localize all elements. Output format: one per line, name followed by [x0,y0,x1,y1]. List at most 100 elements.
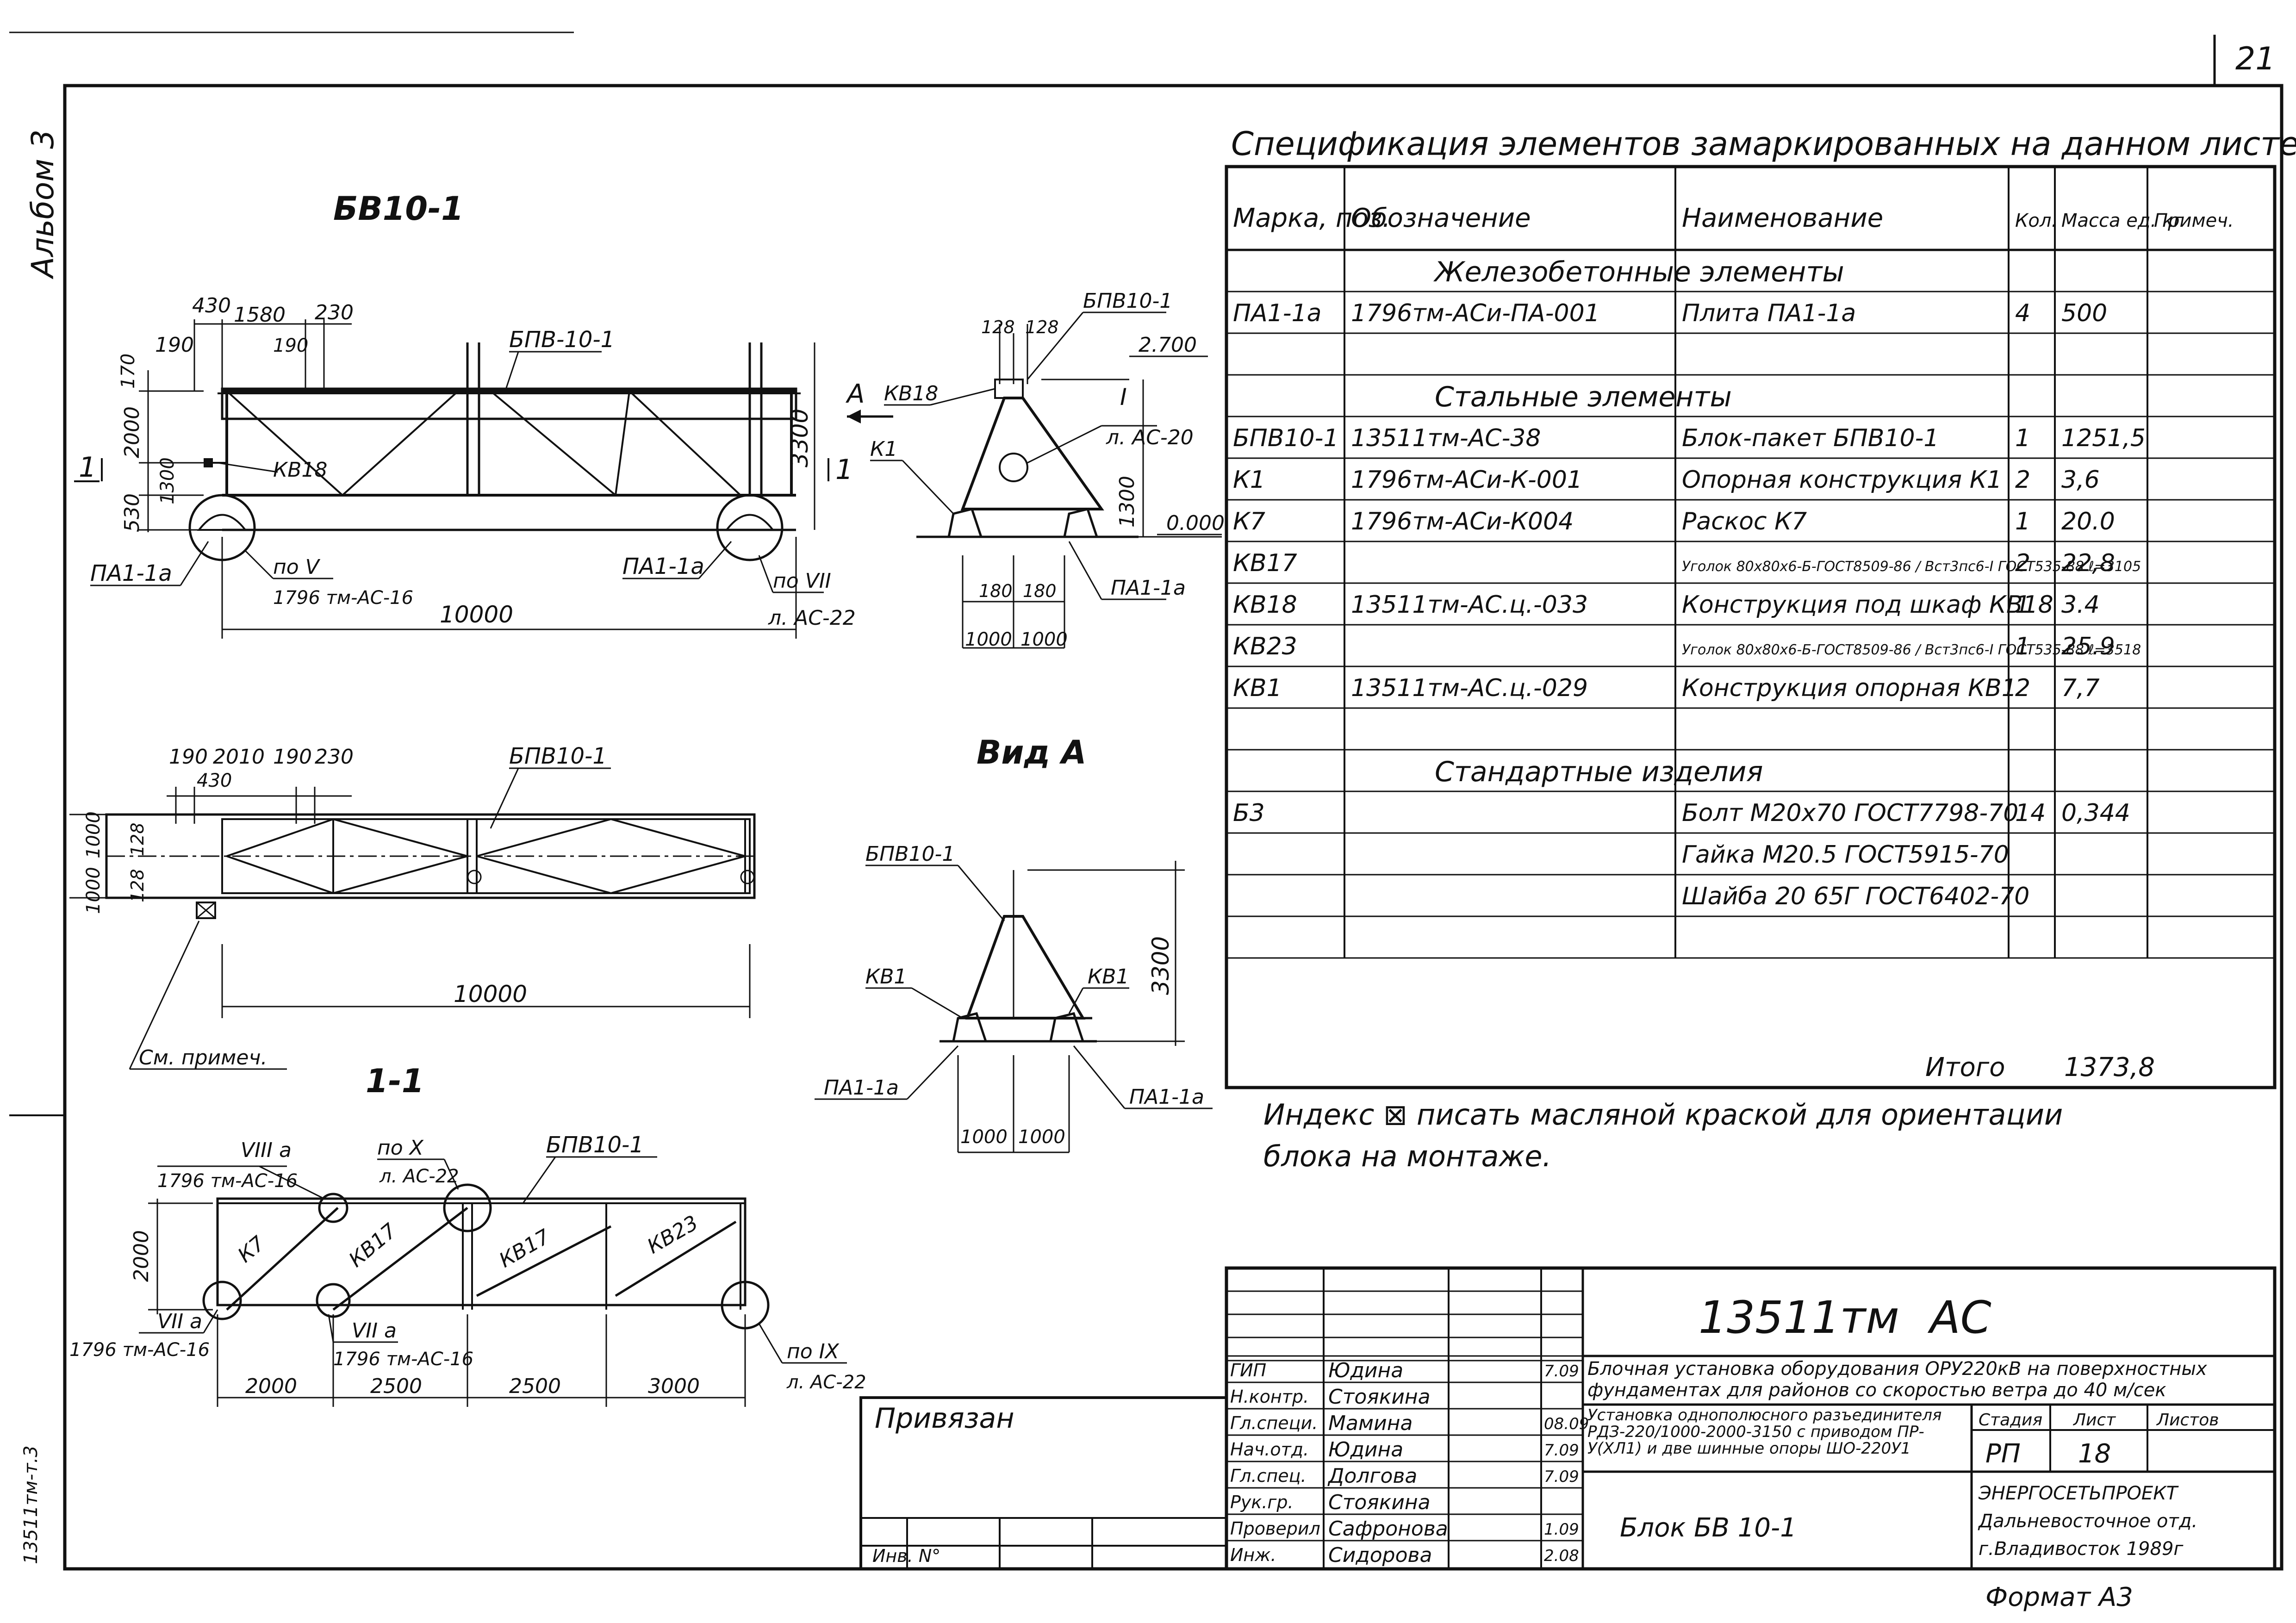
spec-cell: 22,8 [2061,549,2115,577]
dim-180b: 180 [1023,581,1057,601]
org-line-3: г.Владивосток 1989г [1979,1538,2184,1560]
spec-cell: 500 [2061,299,2107,327]
spec-header-5: Примеч. [2154,210,2234,231]
plan-dim-1000b: 1000 [83,867,104,914]
view-a-dim-3300: 3300 [1147,936,1174,995]
plan-dim-128a: 128 [127,822,148,856]
stamp-name: Сидорова [1328,1543,1432,1567]
plate-label-left: ПА1-1а [90,560,172,586]
spec-section-title: Стальные элементы [1435,381,1732,413]
dim-530: 530 [120,493,144,532]
spec-cell: КВ17 [1233,549,1297,577]
dim-190: 190 [155,333,194,357]
ref-vii-doc: л. АС-22 [768,606,856,630]
plan-dim-1000a: 1000 [83,811,104,858]
stamp-name: Стоякина [1328,1491,1431,1514]
truss-frame [204,342,796,531]
stamp-role: Гл.специ. [1230,1413,1318,1433]
note-line-1: Индекс ⊠ писать масляной краской для ори… [1263,1098,2063,1132]
kv18-box [204,458,213,467]
view-a: Вид А 3300 БПВ10-1 КВ1 КВ1 ПА1-1а ПА1-1а… [815,734,1213,1153]
side-view: 128 128 БПВ10-1 2.700 I л. АС-20 0.000 1… [846,289,1225,650]
section-mark-right: 1 [835,454,853,486]
sec-dim-2500a: 2500 [370,1374,422,1398]
ref-vii-a-doc: 1796 тм-АС-16 [69,1339,210,1361]
doc-suffix: АС [1927,1292,1991,1343]
ref-v: по V [273,555,321,579]
dim-230: 230 [315,301,354,324]
kv1-label-left: КВ1 [865,965,907,989]
view-a-plate-left: ПА1-1а [824,1076,899,1100]
spec-cell: КВ18 [1233,591,1297,619]
note-line-2: блока на монтаже. [1263,1139,1551,1173]
stamp-date: 7.09 [1544,1468,1579,1486]
see-note: См. примеч. [139,1046,267,1070]
ref-ix-doc: л. АС-22 [786,1372,866,1393]
plan-dim-10000: 10000 [454,981,527,1007]
sheet-description: Установка однополюсного разъединителя РД… [1587,1407,1942,1458]
spec-header-0: Марка, поз. [1233,203,1390,233]
spec-cell: 1 [2015,508,2030,535]
arrow-a-label: А [846,379,865,409]
kv1-label-right: КВ1 [1088,965,1129,989]
stamp-date: 2.08 [1544,1547,1579,1565]
stamp-date: 08.09 [1544,1415,1589,1433]
spec-cell: 2 [2015,466,2030,494]
spec-title: Спецификация элементов замаркированных н… [1231,125,2296,163]
plate-label-right: ПА1-1а [622,553,704,579]
spec-cell: 25.9 [2061,633,2115,660]
dim-2000: 2000 [120,406,144,458]
ref-i: I [1120,384,1127,410]
spec-cell: 1796тм-АСи-К-001 [1351,466,1582,494]
dim-170: 170 [118,354,139,389]
main-view-title: БВ10-1 [333,190,464,228]
spec-cell: Болт М20x70 ГОСТ7798-70 [1682,799,2018,827]
stamp-name: Стоякина [1328,1385,1431,1409]
album-label: Альбом 3 [25,130,61,280]
elevation-view: БВ10-1 [74,190,856,639]
stamp-name: Юдина [1328,1438,1403,1461]
spec-cell: 3,6 [2061,466,2100,494]
spec-cell: 0,344 [2061,799,2130,827]
spec-section-title: Железобетонные элементы [1433,256,1844,288]
spec-cell: 13511тм-АС.ц.-029 [1351,674,1588,702]
spec-cell: 1 [2015,424,2030,452]
support-circle-right [716,494,784,561]
dim-1300: 1300 [157,457,178,504]
ref-x: по X [377,1136,424,1160]
ref-v-doc: 1796 тм-АС-16 [273,587,413,609]
ref-x-doc: л. АС-22 [379,1166,459,1187]
spec-cell: 3.4 [2061,591,2100,619]
stamp-name: Сафронова [1328,1517,1448,1541]
page-number: 21 [2235,41,2276,77]
plan-dim-128b: 128 [127,869,148,902]
spec-cell: Уголок 80x80x6-Б-ГОСТ8509-86 / Вст3пс6-I… [1682,559,2141,575]
spec-header-1: Обозначение [1351,203,1531,233]
stamp-name: Мамина [1328,1412,1412,1435]
ref-viii: VIII а [241,1138,292,1162]
spec-cell: Опорная конструкция К1 [1682,466,2002,494]
spec-cell: 1251,5 [2061,424,2146,452]
plan-frame-label: БПВ10-1 [509,743,607,769]
view-a-dim-1000b: 1000 [1018,1126,1065,1148]
spec-cell: КВ1 [1233,674,1282,702]
ref-vii-b: VII а [352,1319,397,1343]
stamp-role: Рук.гр. [1230,1492,1294,1512]
frame-label-top: БПВ-10-1 [509,327,615,353]
spec-cell: 20.0 [2061,508,2115,535]
view-a-frame-label: БПВ10-1 [865,842,955,866]
dim-128b: 128 [1025,317,1059,337]
ref-viii-doc: 1796 тм-АС-16 [157,1170,298,1192]
doc-code: 13511тм [1699,1292,1899,1343]
spec-cell: Б3 [1233,799,1265,827]
sheet-label: Лист [2072,1411,2116,1430]
spec-cell: Шайба 20 65Г ГОСТ6402-70 [1682,883,2029,910]
spec-cell: 13511тм-АС.ц.-033 [1351,591,1588,619]
org-line-1: ЭНЕРГОСЕТЬПРОЕКТ [1978,1483,2179,1504]
spec-header-3: Кол. [2015,210,2057,231]
spec-cell: 2 [2015,674,2030,702]
ref-vii-a: VII а [157,1310,202,1333]
stamp-role: Нач.отд. [1230,1439,1309,1460]
ref-ix: по IX [787,1340,840,1363]
